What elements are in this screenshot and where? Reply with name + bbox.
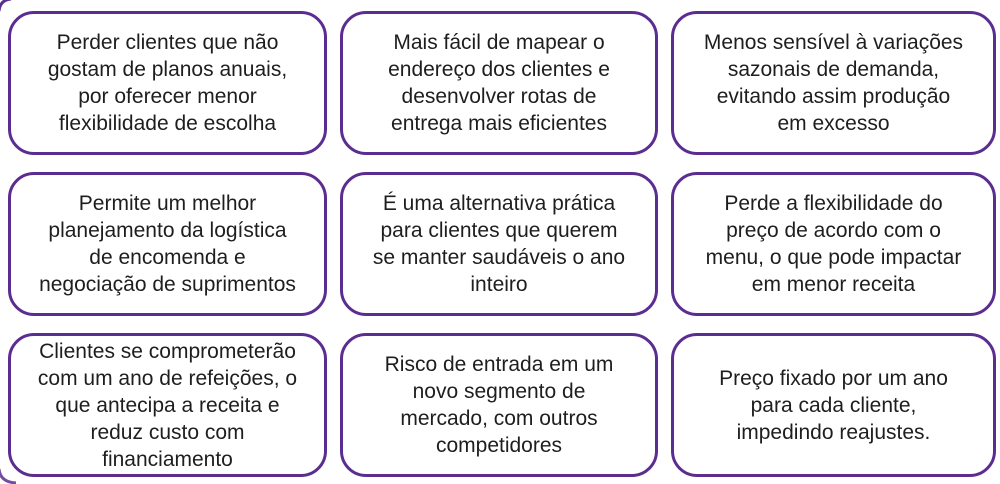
- card-r2c2-text: É uma alternativa prática para clientes …: [372, 192, 626, 296]
- card-r1c2: Mais fácil de mapear o endereço dos clie…: [340, 11, 658, 155]
- card-r1c1-text: Perder clientes que não gostam de planos…: [47, 31, 288, 135]
- card-r3c2: Risco de entrada em um novo segmento de …: [340, 333, 658, 477]
- card-r3c3-text: Preço fixado por um ano para cada client…: [719, 366, 948, 444]
- cards-grid: Perder clientes que não gostam de planos…: [8, 11, 996, 477]
- card-r2c1-text: Permite um melhor planejamento da logíst…: [39, 192, 296, 296]
- card-r2c3: Perde a flexibilidade do preço de acordo…: [671, 172, 996, 316]
- card-r2c1: Permite um melhor planejamento da logíst…: [8, 172, 327, 316]
- card-r3c3: Preço fixado por um ano para cada client…: [671, 333, 996, 477]
- card-r2c3-text: Perde a flexibilidade do preço de acordo…: [705, 192, 962, 296]
- card-r3c2-text: Risco de entrada em um novo segmento de …: [384, 353, 614, 457]
- card-r3c1: Clientes se comprometerão com um ano de …: [8, 333, 327, 477]
- card-r1c1: Perder clientes que não gostam de planos…: [8, 11, 327, 155]
- card-r1c3-text: Menos sensível à variações sazonais de d…: [703, 31, 964, 135]
- card-r1c2-text: Mais fácil de mapear o endereço dos clie…: [388, 31, 610, 135]
- card-r3c1-text: Clientes se comprometerão com um ano de …: [37, 339, 298, 471]
- card-r1c3: Menos sensível à variações sazonais de d…: [671, 11, 996, 155]
- card-r2c2: É uma alternativa prática para clientes …: [340, 172, 658, 316]
